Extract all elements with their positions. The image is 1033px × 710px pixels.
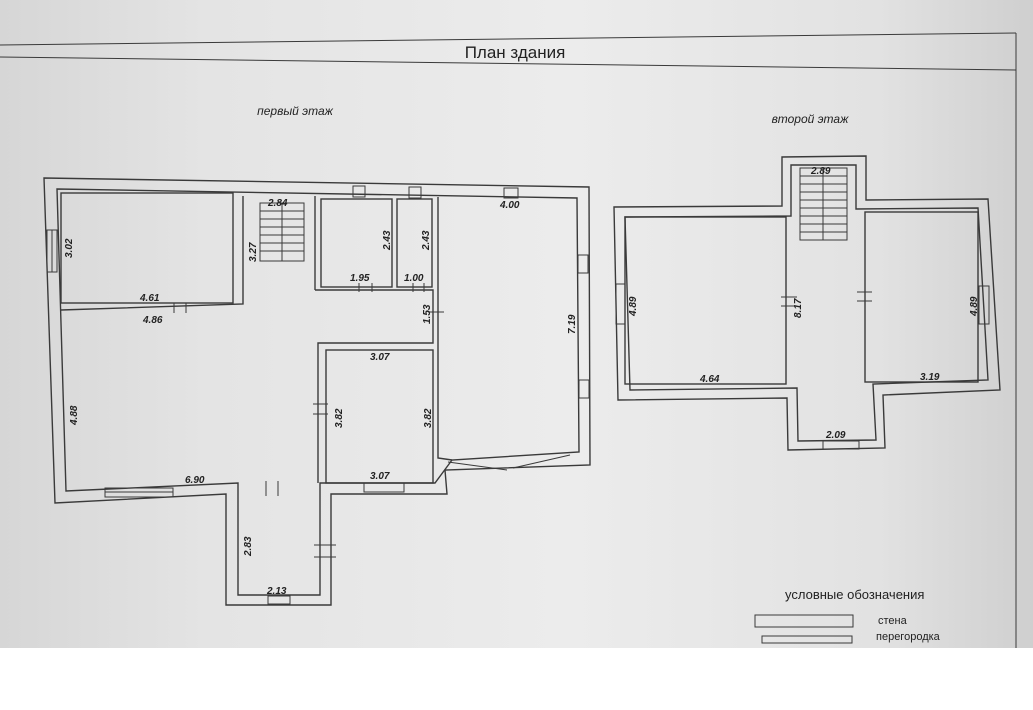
dim-f2-stair-w: 2.89 [810,166,831,177]
f2-stair-steps [800,168,847,240]
dim-f1-room7-w: 6.90 [185,475,205,486]
dim-f1-room7-h: 4.88 [69,405,80,426]
dim-f2-left-h: 4.89 [628,296,639,317]
f1-stair-wall [60,196,244,311]
dim-f1-porch-h: 2.83 [243,536,254,557]
dim-f1-porch-w: 2.13 [266,586,287,597]
legend-title: условные обозначения [785,587,924,602]
f2-inner-wall [624,164,989,442]
dim-f2-center-w: 2.09 [825,430,846,441]
f1-room-3 [320,198,393,288]
dim-f1-room5-h: 7.19 [567,314,578,334]
f2-door-marks [781,291,872,307]
title-divider-line [0,56,1017,71]
f1-stair-steps [260,203,304,261]
dim-f1-room6-bottom: 3.07 [370,471,390,482]
dim-f1-room2-top: 4.86 [142,315,163,326]
f2-left-room [624,216,787,385]
second-floor-plan: 2.89 4.89 4.64 8.17 2.09 4.89 3.19 [613,155,1001,451]
f1-inner-wall [56,188,580,596]
dim-f2-right-h: 4.89 [969,296,980,317]
dim-f1-room1-h: 3.02 [64,238,75,258]
f2-outer-wall [613,155,1001,451]
f1-room-4 [396,198,433,288]
dim-f1-room6-h-left: 3.82 [334,408,345,428]
dim-f1-room6-h-right: 3.82 [423,408,434,428]
f1-door-marks [173,283,444,558]
legend-partition-label: перегородка [876,631,941,643]
legend-wall-symbol [754,614,854,628]
dim-f1-room3-h: 2.43 [382,230,393,251]
dim-f2-left-w: 4.64 [699,374,720,385]
legend-wall-label: стена [878,615,908,627]
f1-corridor-wall [315,289,434,483]
f1-door-leaf-1 [447,461,508,471]
f1-door-leaf-2 [512,454,571,469]
f1-windows [46,185,590,605]
dim-f1-room4-w: 1.00 [404,273,424,284]
f1-outer-wall [43,177,591,606]
first-floor-label: первый этаж [257,104,333,118]
legend-partition-symbol [761,635,853,644]
plan-title: План здания [465,43,566,62]
dim-f1-stair-h: 3.27 [248,242,259,262]
f1-room-1 [60,192,234,304]
dim-f1-room1-w: 4.61 [139,293,160,304]
dim-f1-stair-w: 2.84 [267,198,288,209]
f1-room-5-left-wall [437,197,453,461]
f2-windows [615,283,990,450]
second-floor-label: второй этаж [772,112,849,126]
sheet-top-border [0,32,1017,46]
plan-sheet [0,0,1033,648]
dim-f2-right-w: 3.19 [920,372,940,383]
f2-right-room [864,211,979,383]
first-floor-plan: 3.02 4.61 4.86 2.84 3.27 2.43 1.95 2.43 … [43,177,591,606]
dim-f1-room5-w: 4.00 [499,200,520,211]
dim-f1-corridor: 1.53 [422,304,433,324]
dim-f1-room6-top: 3.07 [370,352,390,363]
dim-f2-center-h: 8.17 [793,298,804,318]
legend: условные обозначения стена перегородка [754,587,941,644]
dim-f1-room3-w: 1.95 [350,273,370,284]
dim-f1-room4-h: 2.43 [421,230,432,251]
